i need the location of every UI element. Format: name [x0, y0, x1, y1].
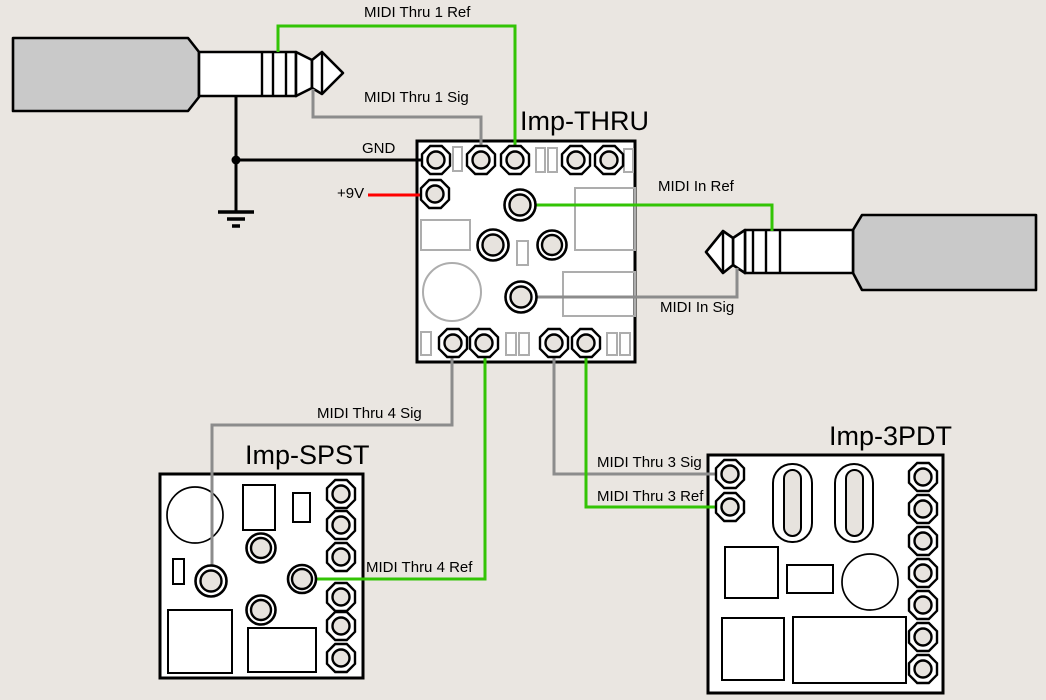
imp-thru-board [415, 139, 637, 364]
wire-midi-thru-4-sig [210, 343, 454, 581]
wire-midi-thru-4-ref [302, 343, 487, 581]
left-trs-plug [11, 36, 345, 113]
thru-hole-midi-in-sig [504, 280, 538, 314]
wire-midi-thru-3-ref [584, 343, 730, 509]
thru-hole-a [476, 228, 510, 262]
spst-hole-a [245, 532, 277, 564]
wires [210, 24, 774, 581]
label-midi-thru-4-ref: MIDI Thru 4 Ref [366, 559, 473, 576]
wire-midi-thru-1-ref [276, 24, 517, 160]
spst-hole-midi-thru-4-sig [194, 564, 228, 598]
label-midi-thru-3-sig: MIDI Thru 3 Sig [597, 454, 702, 471]
thru-hole-b [536, 229, 568, 261]
imp-thru-pads [419, 144, 625, 359]
label-midi-in-ref: MIDI In Ref [658, 178, 734, 195]
board-title-imp-3pdt: Imp-3PDT [829, 421, 953, 451]
label-midi-thru-4-sig: MIDI Thru 4 Sig [317, 405, 422, 422]
board-title-imp-spst: Imp-SPST [245, 440, 370, 470]
thru-hole-midi-in-ref [503, 188, 537, 222]
imp-spst-board [158, 472, 365, 680]
right-trs-plug [704, 213, 1038, 292]
label-gnd: GND [362, 140, 396, 157]
label-midi-thru-1-sig: MIDI Thru 1 Sig [364, 89, 469, 106]
imp-spst-pads [194, 478, 357, 674]
label-plus-9v: +9V [337, 185, 365, 202]
label-midi-thru-1-ref: MIDI Thru 1 Ref [364, 4, 471, 21]
board-title-imp-thru: Imp-THRU [520, 106, 649, 136]
spst-hole-midi-thru-4-ref [286, 563, 318, 595]
label-midi-in-sig: MIDI In Sig [660, 299, 735, 316]
wire-midi-thru-1-sig [311, 89, 483, 160]
gnd-junction-dot [231, 155, 241, 165]
ground-symbol [218, 210, 254, 228]
wire-midi-in-sig [521, 268, 739, 299]
spst-hole-b [245, 594, 277, 626]
wire-midi-thru-3-sig [552, 343, 730, 476]
wire-midi-in-ref [520, 203, 774, 231]
imp-3pdt-board [706, 453, 945, 695]
label-midi-thru-3-ref: MIDI Thru 3 Ref [597, 488, 704, 505]
